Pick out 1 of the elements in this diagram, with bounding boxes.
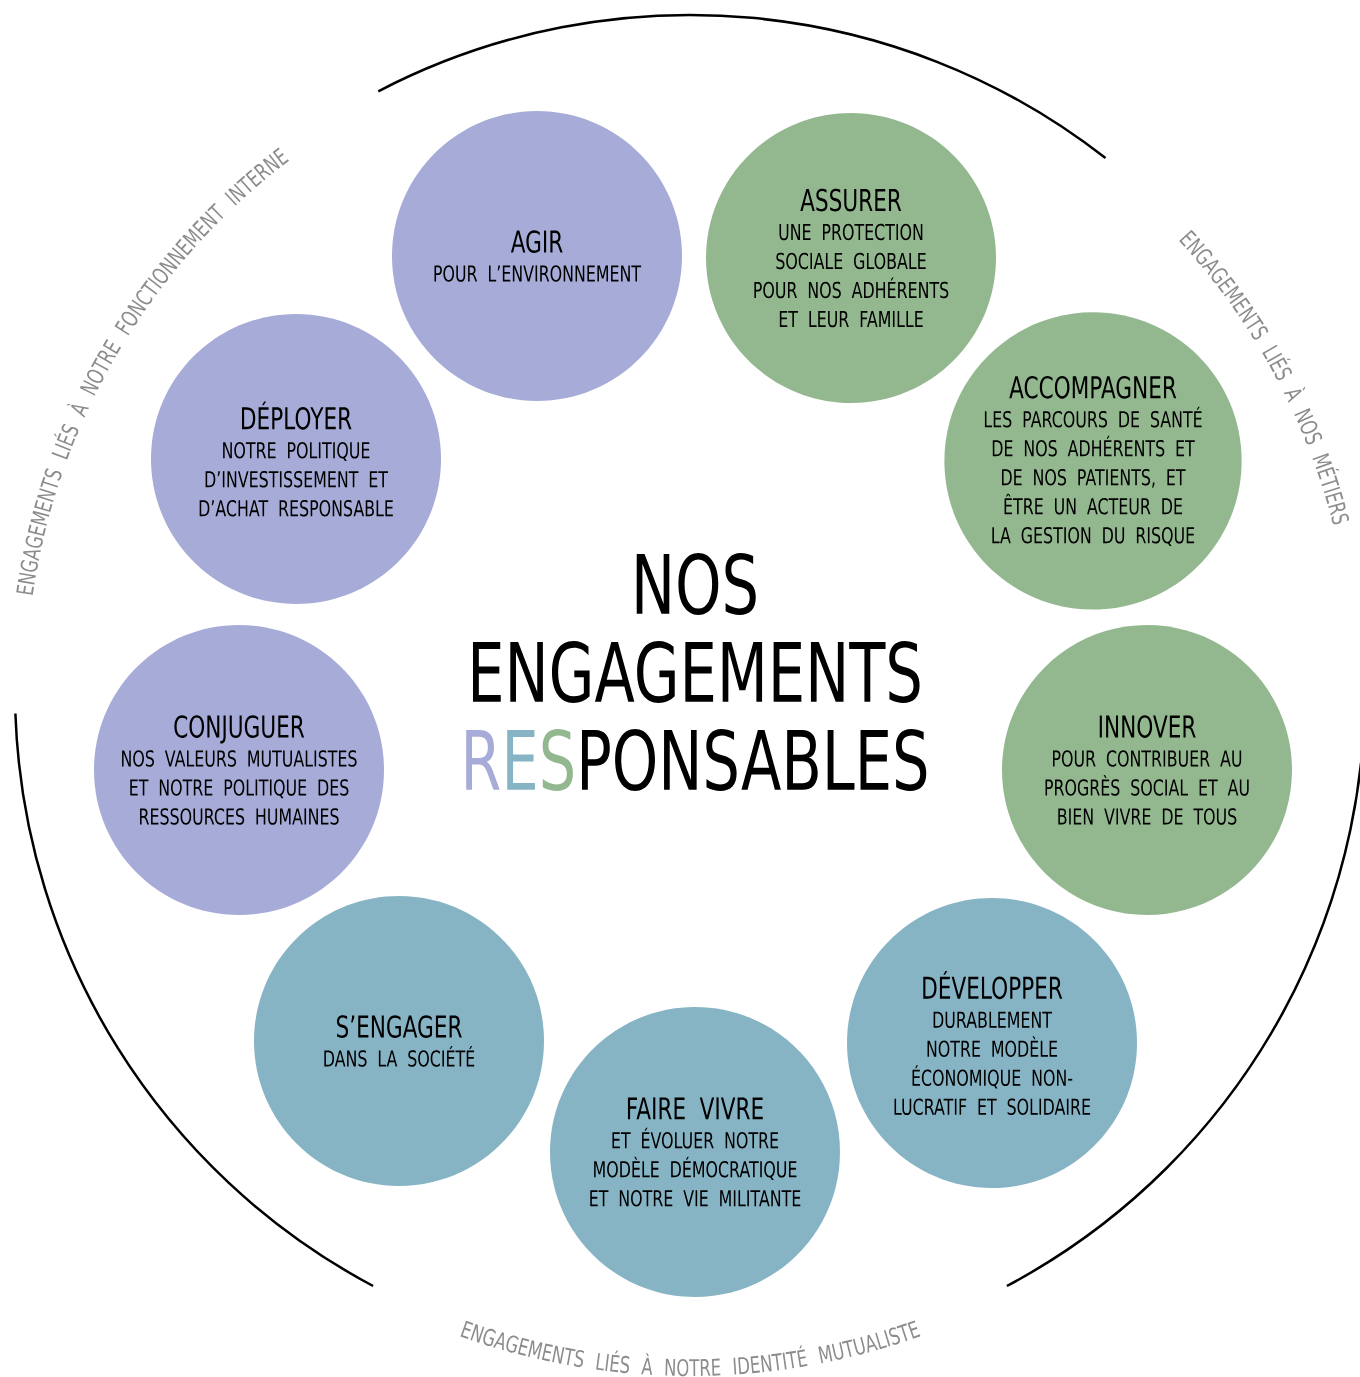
title: NOS ENGAGEMENTS RESPONSABLES	[466, 553, 927, 791]
